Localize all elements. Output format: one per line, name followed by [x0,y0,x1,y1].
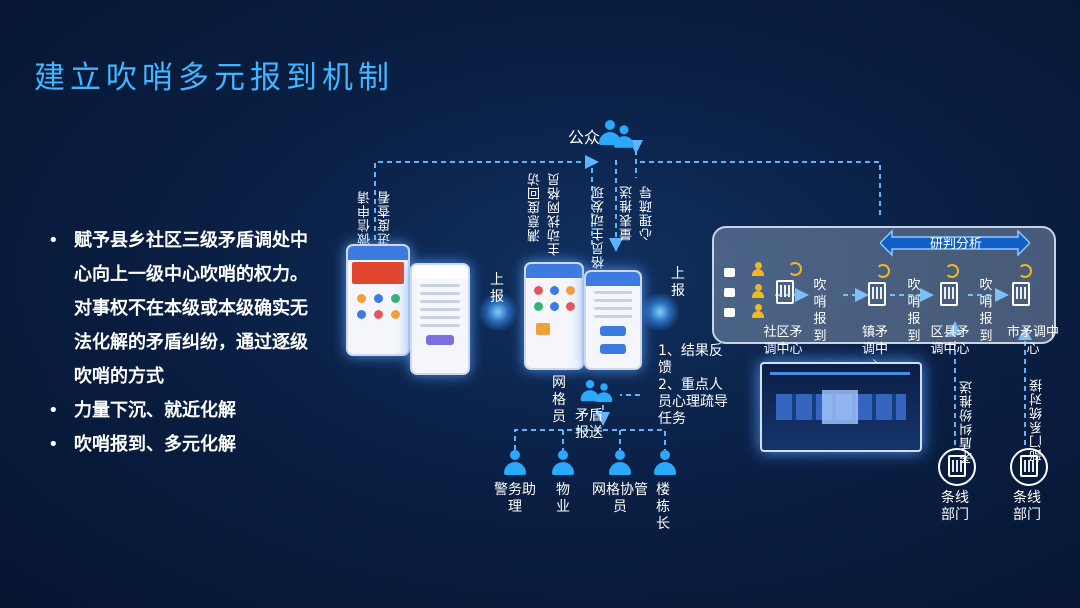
building-head-label: 楼栋长 [656,482,670,532]
department-label: 条线部门 [941,490,969,523]
whistle-label: 吹哨报到 [813,278,827,344]
town-center-icon [868,282,886,306]
find-grid-worker-label: 主动找网格员 [548,172,563,256]
bullet-item: 吹哨报到、多元化解 [44,428,314,462]
property-label: 物业 [556,482,570,515]
dashboard-screen [760,362,922,452]
case-icon [724,268,735,277]
grid-assistant-label: 网格协管员 [592,482,648,515]
public-icon [613,125,635,148]
satisfaction-visit-label: 满意度回访 [528,172,543,242]
wechat-apply-label: 微信申请 [358,190,373,246]
department-label: 条线部门 [1013,490,1041,523]
whistle-icon [876,264,890,278]
case-icon [724,308,735,317]
community-center-icon [776,280,794,304]
department-icon [938,448,976,486]
building-head-icon [653,450,677,476]
whistle-icon [1018,264,1032,278]
public-label: 公众 [568,128,601,147]
progress-app-screen [410,263,470,375]
bullet-list: 赋予县乡社区三级矛盾调处中心向上一级中心吹哨的权力。对事权不在本级或本级确实无法… [44,224,314,462]
department-icon [1010,448,1048,486]
psych-counsel-label: 心理疏导 [640,185,655,241]
grid-worker-label: 网格员 [552,375,566,425]
whistle-icon [788,262,802,276]
report-app-screen [584,270,642,370]
report-glow-icon [478,292,518,332]
bullet-item: 赋予县乡社区三级矛盾调处中心向上一级中心吹哨的权力。对事权不在本级或本级确实无法… [44,224,314,394]
grid-assistant-icon [608,450,632,476]
case-icon [724,288,735,297]
bullet-item: 力量下沉、就近化解 [44,394,314,428]
scale-push-label: 量表推送 [620,185,635,241]
grid-worker-discover-label: 网格员主动发现 [592,185,607,283]
report-glow-icon [640,292,680,332]
police-assistant-icon [503,450,527,476]
page-title: 建立吹哨多元报到机制 [34,60,394,96]
whistle-icon [945,264,959,278]
city-center-label: 市矛调中心 [1006,325,1059,357]
property-icon [551,450,575,476]
community-center-label: 社区矛调中心 [763,325,803,357]
worker-icon [752,262,764,276]
report-left-label: 上报 [490,272,504,305]
county-center-label: 区县矛调中心 [930,325,970,357]
city-center-icon [1012,282,1030,306]
grid-worker-icon [580,379,600,402]
grid-worker-icon [595,383,613,403]
wechat-app-screen [346,244,410,356]
conflict-report-label: 矛盾报送 [575,408,603,441]
feedback-label: 1、结果反馈 2、重点人员心理疏导任务 [658,343,728,427]
progress-view-label: 进度查看 [378,190,393,246]
worker-icon [752,304,764,318]
report-right-label: 上报 [671,266,685,299]
grid-app-screen [524,262,584,370]
research-label: 研判分析 [929,237,982,252]
county-center-icon [940,282,958,306]
whistle-label: 吹哨报到 [979,278,993,344]
worker-icon [752,284,764,298]
whistle-label: 吹哨报到 [907,278,921,344]
police-assistant-label: 警务助理 [494,482,536,515]
